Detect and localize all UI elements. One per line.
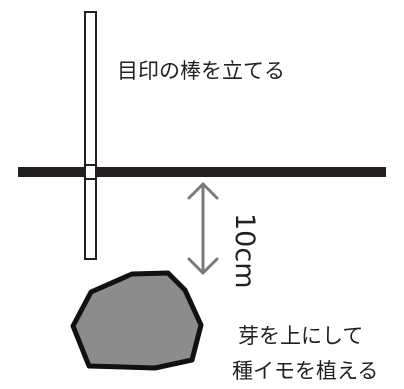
depth-label: 10cm — [229, 213, 260, 289]
planting-instruction-line-2: 種イモを植える — [232, 359, 379, 383]
marker-stick-label: 目印の棒を立てる — [117, 59, 285, 83]
planting-instruction-line-1: 芽を上にして — [238, 324, 364, 348]
marker-stick — [84, 11, 97, 260]
marker-stick-overlap — [84, 164, 97, 180]
seed-potato — [70, 270, 204, 371]
ground-line — [18, 167, 386, 177]
depth-arrow-icon — [187, 182, 219, 275]
